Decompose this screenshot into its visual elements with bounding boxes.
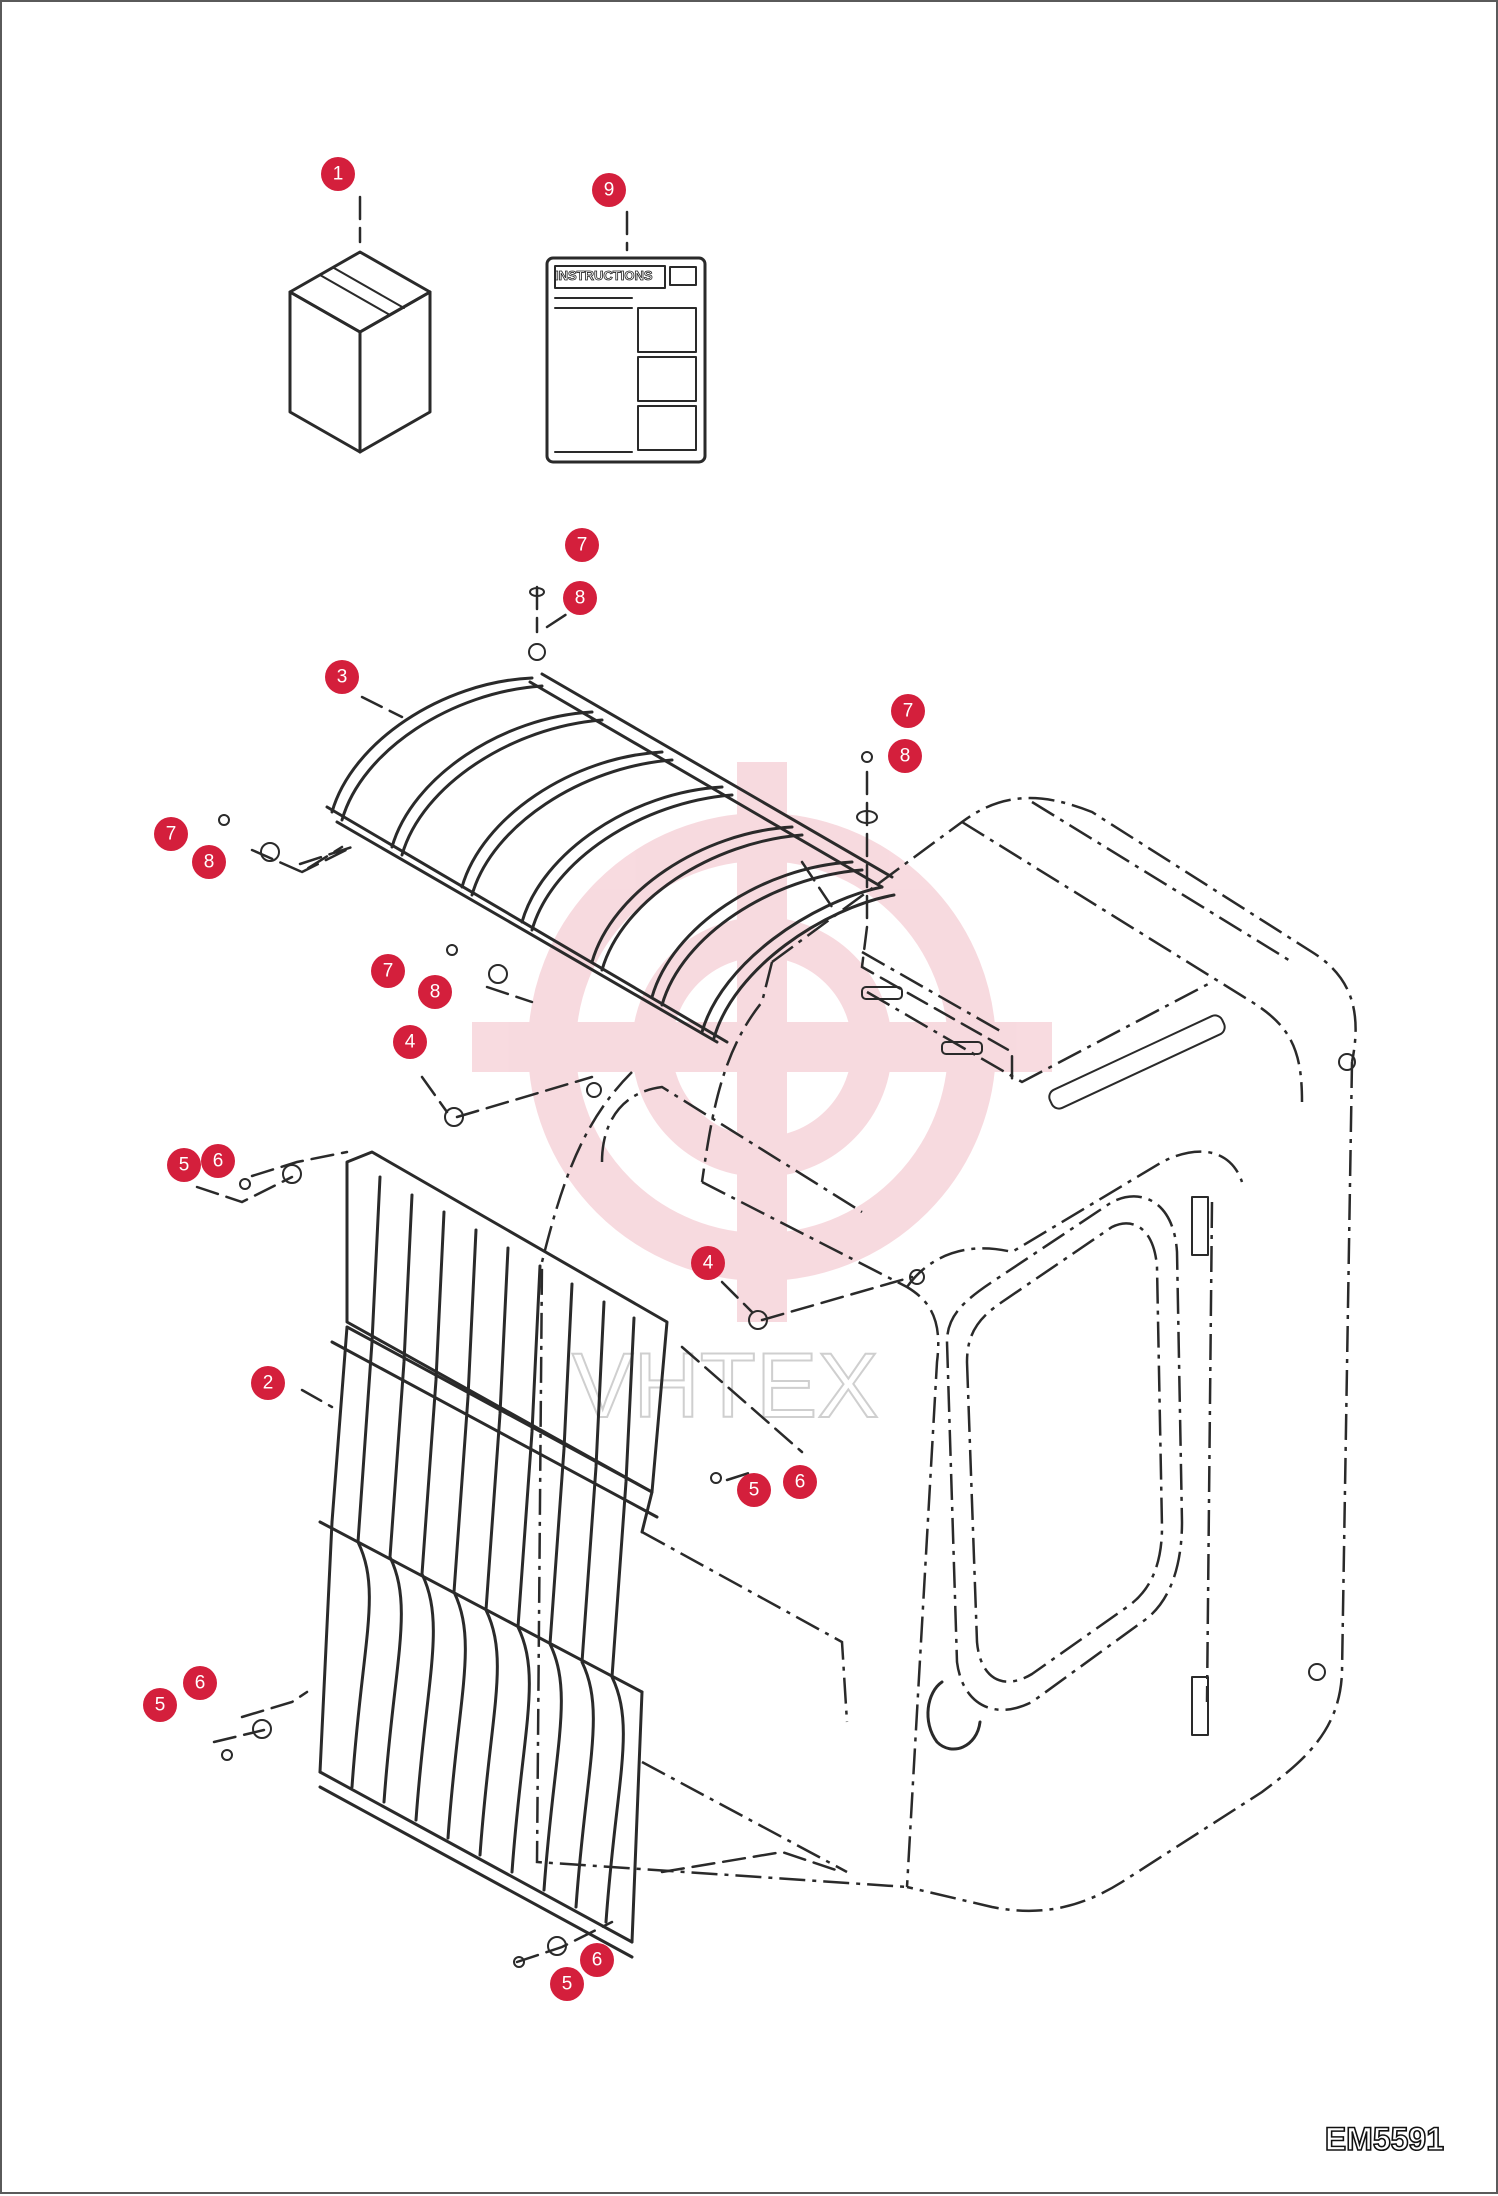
callout-label: 6	[213, 1151, 224, 1172]
callout-5: 5	[143, 1688, 177, 1722]
callout-dot	[321, 157, 355, 191]
callout-label: 4	[703, 1253, 714, 1274]
callout-3: 3	[325, 660, 359, 694]
callout-9: 9	[592, 173, 626, 207]
callout-dot	[167, 1148, 201, 1182]
callout-5: 5	[167, 1148, 201, 1182]
instruction-sheet	[545, 210, 707, 464]
callout-label: 6	[195, 1673, 206, 1694]
callout-7: 7	[891, 694, 925, 728]
callout-8: 8	[563, 581, 597, 615]
callout-1: 1	[321, 157, 355, 191]
callout-dot	[393, 1025, 427, 1059]
callout-4: 4	[691, 1246, 725, 1280]
callout-7: 7	[565, 528, 599, 562]
parts-box	[288, 195, 432, 454]
callout-6: 6	[580, 1943, 614, 1977]
callout-dot	[143, 1688, 177, 1722]
callout-label: 6	[592, 1950, 603, 1971]
callout-6: 6	[183, 1666, 217, 1700]
callout-5: 5	[737, 1473, 771, 1507]
callout-dot	[418, 975, 452, 1009]
callout-label: 9	[604, 180, 615, 201]
callout-8: 8	[192, 845, 226, 879]
callout-label: 7	[903, 701, 914, 722]
callout-label: 5	[155, 1695, 166, 1716]
callout-8: 8	[418, 975, 452, 1009]
callout-dot	[563, 581, 597, 615]
callout-label: 8	[204, 852, 215, 873]
assembly-leaders	[195, 585, 1014, 1964]
watermark-logo	[472, 762, 1052, 1322]
callout-label: 8	[575, 588, 586, 609]
callout-5: 5	[550, 1967, 584, 2001]
figure-code: EM5591	[1324, 2120, 1445, 2158]
callout-dot	[251, 1366, 285, 1400]
callout-label: 4	[405, 1032, 416, 1053]
cab-outline	[535, 796, 1357, 1913]
callout-label: 7	[577, 535, 588, 556]
callout-dot	[371, 954, 405, 988]
callout-label: 6	[795, 1472, 806, 1493]
callout-label: 2	[263, 1373, 274, 1394]
callout-label: 5	[179, 1155, 190, 1176]
callout-label: 5	[562, 1974, 573, 1995]
callout-dot	[737, 1473, 771, 1507]
callout-label: 3	[337, 667, 348, 688]
callout-label: 7	[383, 961, 394, 982]
callout-dot	[550, 1967, 584, 2001]
callout-dot	[888, 739, 922, 773]
callout-4: 4	[393, 1025, 427, 1059]
callout-dot	[580, 1943, 614, 1977]
callout-dot	[183, 1666, 217, 1700]
callout-6: 6	[783, 1465, 817, 1499]
callout-dot	[565, 528, 599, 562]
callout-dot	[783, 1465, 817, 1499]
callout-6: 6	[201, 1144, 235, 1178]
callout-dot	[192, 845, 226, 879]
watermark-text: VHTEX	[572, 1335, 879, 1437]
callout-dot	[201, 1144, 235, 1178]
front-guard	[318, 1150, 669, 1959]
top-guard	[325, 672, 896, 1044]
callout-dot	[592, 173, 626, 207]
callout-label: 5	[749, 1480, 760, 1501]
callout-dot	[891, 694, 925, 728]
callout-label: 8	[430, 982, 441, 1003]
callout-7: 7	[154, 817, 188, 851]
callout-8: 8	[888, 739, 922, 773]
callout-label: 7	[166, 824, 177, 845]
callout-label: 1	[333, 164, 344, 185]
hardware	[218, 587, 878, 1968]
callout-2: 2	[251, 1366, 285, 1400]
callout-7: 7	[371, 954, 405, 988]
instruction-sheet-title: INSTRUCTIONS	[555, 268, 653, 284]
callout-label: 8	[900, 746, 911, 767]
callout-dot	[154, 817, 188, 851]
callout-dot	[325, 660, 359, 694]
callout-dot	[691, 1246, 725, 1280]
